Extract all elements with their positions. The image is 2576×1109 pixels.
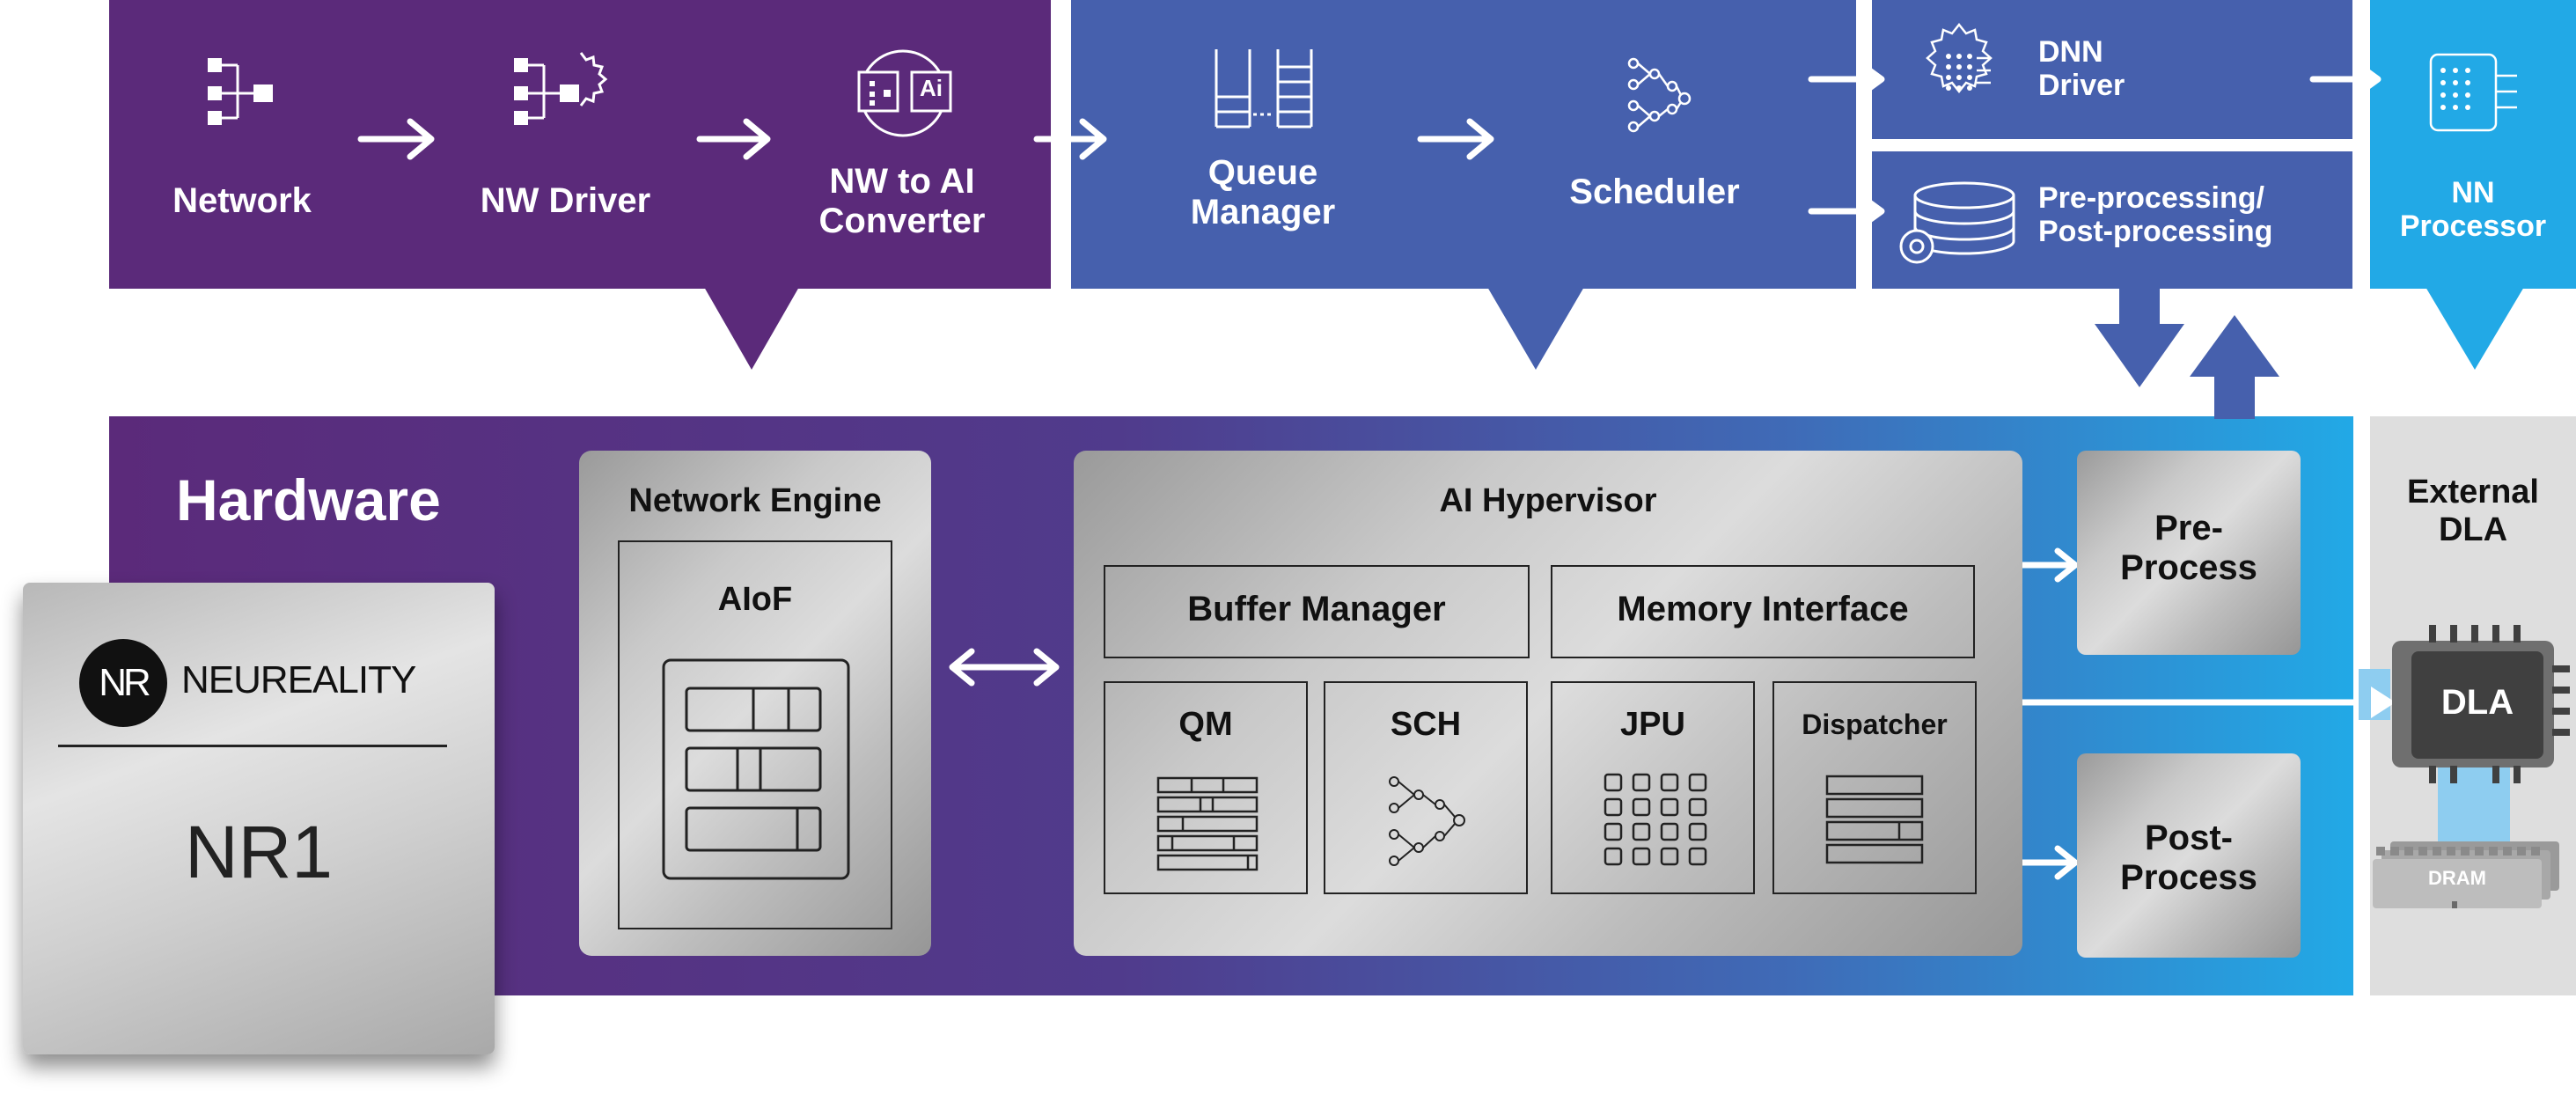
post-process-label-line2: Process <box>2120 857 2257 897</box>
jpu-label: JPU <box>1620 706 1685 743</box>
scheduler-icon <box>1627 57 1692 133</box>
hardware-title: Hardware <box>176 467 441 532</box>
arrow-driver-to-converter <box>696 118 771 160</box>
nw-driver-icon <box>514 52 608 125</box>
arrow-bidirectional <box>949 648 1060 687</box>
nn-processor-panel <box>2370 0 2576 370</box>
arrow-converter-to-queue <box>1033 118 1107 160</box>
arrow-into-dla <box>2371 687 2396 718</box>
dla-chip-icon <box>2392 625 2570 783</box>
qm-label: QM <box>1178 706 1233 743</box>
nw-to-ai-label-line2: Converter <box>818 201 986 240</box>
nw-to-ai-icon <box>857 49 952 137</box>
network-label: Network <box>172 181 312 220</box>
sch-box <box>1324 681 1528 894</box>
memory-interface-label: Memory Interface <box>1617 590 1909 628</box>
pre-process-label-line2: Process <box>2120 547 2257 587</box>
queue-manager-label-line1: Queue <box>1207 153 1318 192</box>
external-dla-title-line2: DLA <box>2438 510 2508 548</box>
brand-name: NEUREALITY <box>181 658 416 701</box>
dnn-driver-label: DNN Driver <box>2038 35 2214 102</box>
post-process-label-line1: Post- <box>2145 819 2233 857</box>
jpu-box <box>1551 681 1755 894</box>
scheduler-label: Scheduler <box>1569 173 1740 211</box>
dnn-driver-label-line2: Driver <box>2038 69 2125 103</box>
sch-icon <box>1389 776 1465 866</box>
dnn-driver-icon <box>1926 22 1993 94</box>
external-dla-title: External DLA <box>2370 474 2576 548</box>
chip-divider <box>58 745 447 747</box>
pre-process-label: Pre- Process <box>2077 509 2301 588</box>
aiof-queue-icon <box>662 658 850 880</box>
ai-hypervisor-panel <box>1074 451 2022 956</box>
down-block-arrow <box>2095 289 2184 387</box>
dispatcher-label: Dispatcher <box>1802 709 1948 740</box>
qm-icon <box>1156 776 1259 871</box>
nw-to-ai-label: NW to AI Converter <box>792 162 1012 241</box>
arrow-to-pre-process <box>2017 547 2079 583</box>
network-stack-panel <box>109 0 1051 370</box>
nw-to-ai-label-line1: NW to AI <box>829 162 975 201</box>
dram-label: DRAM <box>2428 867 2486 889</box>
pre-process-label-line1: Pre- <box>2154 509 2223 547</box>
dla-label: DLA <box>2440 683 2514 722</box>
prepost-label-line2: Post-processing <box>2038 215 2273 249</box>
nn-processor-icon <box>2429 53 2517 132</box>
ai-control-panel <box>1071 0 1856 370</box>
nn-processor-label-line2: Processor <box>2399 209 2547 244</box>
arrow-network-to-driver <box>357 118 435 160</box>
network-engine-label: Network Engine <box>628 482 882 519</box>
pre-process-panel <box>2077 451 2301 655</box>
memory-interface-box <box>1551 565 1975 658</box>
prepost-panel <box>1872 151 2352 289</box>
prepost-label: Pre-processing/ Post-processing <box>2038 181 2346 248</box>
up-block-arrow <box>2190 315 2279 419</box>
nn-processor-label: NN Processor <box>2370 176 2576 243</box>
nw-to-ai-icon-text: Ai <box>920 75 943 101</box>
buffer-manager-box <box>1104 565 1530 658</box>
jpu-icon <box>1604 773 1707 866</box>
network-icon <box>208 58 273 125</box>
ai-hypervisor-label: AI Hypervisor <box>1439 482 1657 519</box>
nn-processor-label-line1: NN <box>2451 176 2495 209</box>
arrow-scheduler-to-prepost <box>1808 194 1885 229</box>
sch-label: SCH <box>1390 706 1462 743</box>
dnn-driver-label-line1: DNN <box>2038 35 2103 69</box>
prepost-label-line1: Pre-processing/ <box>2038 181 2264 215</box>
queue-manager-label: Queue Manager <box>1153 153 1373 232</box>
qm-box <box>1104 681 1308 894</box>
dispatcher-icon <box>1825 775 1924 864</box>
arrow-queue-to-scheduler <box>1417 118 1494 160</box>
arrow-dnn-to-nn <box>2309 62 2382 97</box>
aiof-label: AIoF <box>717 581 793 618</box>
arrow-scheduler-to-dnn <box>1808 62 1885 97</box>
dram-icon <box>2373 841 2559 908</box>
nw-driver-label: NW Driver <box>480 181 651 220</box>
queue-icon <box>1215 49 1313 129</box>
queue-manager-label-line2: Manager <box>1190 192 1336 231</box>
network-engine-panel <box>579 451 931 956</box>
database-gear-icon <box>1899 181 2015 264</box>
external-dla-title-line1: External <box>2407 474 2539 510</box>
post-process-label: Post- Process <box>2077 819 2301 898</box>
post-process-panel <box>2077 753 2301 958</box>
arrow-to-post-process <box>2017 845 2079 880</box>
chip-model: NR1 <box>184 811 334 893</box>
buffer-manager-label: Buffer Manager <box>1187 590 1446 628</box>
dnn-driver-panel <box>1872 0 2352 139</box>
dispatcher-box <box>1772 681 1977 894</box>
nr-logo-mark: NR <box>79 639 167 727</box>
aiof-box <box>618 540 892 929</box>
